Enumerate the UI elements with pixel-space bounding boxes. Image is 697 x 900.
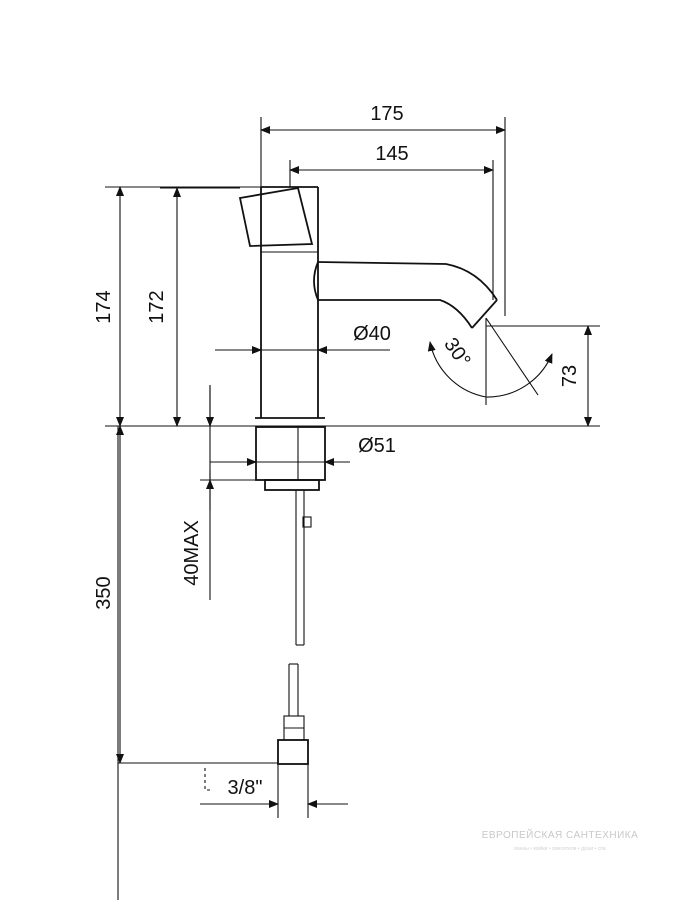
faucet-body <box>255 186 325 419</box>
dim-spout-reach-label: 145 <box>375 143 408 165</box>
dim-hose-length-label: 350 <box>93 576 115 609</box>
dim-total-height-label: 174 <box>93 290 115 323</box>
dim-total-height: 174 <box>93 186 124 427</box>
faucet-spout <box>313 261 498 329</box>
supply-hose <box>277 490 312 818</box>
watermark-tagline: ванны • мойки • смесители • души • спа <box>514 845 606 852</box>
dim-spout-angle-label: 30° <box>439 334 474 371</box>
dim-connection-thread-label: 3/8" <box>228 777 263 799</box>
dim-overall-length-label: 175 <box>370 103 403 125</box>
faucet-handle <box>238 186 314 247</box>
dim-base-diameter-label: Ø51 <box>358 435 396 457</box>
dim-outlet-height-label: 73 <box>559 365 581 387</box>
dim-body-diameter-label: Ø40 <box>353 323 391 345</box>
dim-body-diameter: Ø40 <box>215 323 391 354</box>
dim-base-diameter: Ø51 <box>210 435 396 466</box>
dim-spout-reach: 145 <box>289 143 494 174</box>
dim-hose-length: 350 <box>93 425 124 764</box>
watermark-brand: ЕВРОПЕЙСКАЯ САНТЕХНИКА <box>482 828 639 841</box>
dim-outlet-height: 73 <box>559 325 592 427</box>
dim-connection-thread: 3/8" <box>200 768 348 808</box>
reference-lines <box>105 117 600 900</box>
watermark: ЕВРОПЕЙСКАЯ САНТЕХНИКА ванны • мойки • с… <box>482 828 639 852</box>
faucet-base <box>255 426 326 491</box>
dim-spout-angle: 30° <box>427 334 553 398</box>
dim-overall-length: 175 <box>260 103 506 134</box>
dim-body-height: 172 <box>146 187 181 427</box>
dim-body-height-label: 172 <box>146 290 168 323</box>
dim-deck-thickness: 40MAX <box>181 386 265 586</box>
dim-deck-thickness-label: 40MAX <box>181 520 203 586</box>
